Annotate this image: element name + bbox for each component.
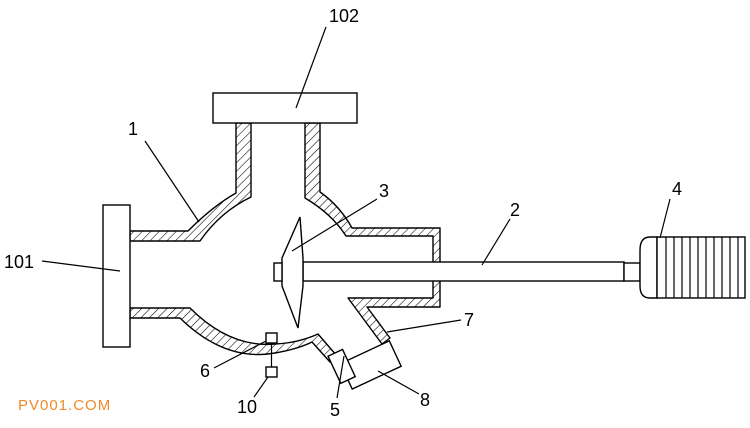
flange-101 — [102, 204, 131, 348]
callout-label-10: 10 — [237, 397, 257, 417]
leader-line-101 — [41, 260, 121, 272]
part-6 — [265, 332, 278, 344]
callout-label-3: 3 — [379, 181, 389, 201]
leader-line-4 — [659, 198, 671, 239]
leader-line-8 — [377, 370, 420, 395]
part-5 — [327, 348, 357, 385]
callout-label-1: 1 — [128, 119, 138, 139]
shaft-coupling — [623, 262, 641, 282]
housing-wall-upper-right — [304, 122, 441, 345]
leader-line-1 — [144, 140, 200, 223]
motor — [639, 236, 746, 299]
leader-line-3 — [291, 198, 378, 252]
leader-line-2 — [481, 218, 511, 266]
outlet-assembly — [327, 339, 403, 390]
callout-label-6: 6 — [200, 361, 210, 381]
leader-line-5 — [336, 355, 345, 399]
impeller — [281, 216, 304, 329]
impeller-hub — [273, 262, 283, 282]
housing-wall-upper-left — [129, 122, 252, 242]
housing-wall-lower-bowl — [129, 307, 338, 363]
callout-label-101: 101 — [4, 252, 34, 272]
shaft — [302, 261, 625, 282]
callout-label-5: 5 — [330, 400, 340, 420]
motor-body — [656, 236, 746, 299]
watermark: PV001.COM — [18, 397, 111, 414]
leader-line-6 — [213, 340, 267, 369]
flange-102 — [212, 92, 358, 124]
leader-line-7 — [386, 319, 462, 333]
leader-line-10 — [253, 376, 269, 398]
callout-label-7: 7 — [464, 310, 474, 330]
motor-end-cap — [639, 236, 658, 299]
callout-label-8: 8 — [420, 390, 430, 410]
callout-label-102: 102 — [329, 6, 359, 26]
leader-line-102 — [295, 26, 327, 109]
part-10 — [265, 366, 278, 378]
callout-label-2: 2 — [510, 200, 520, 220]
callout-label-4: 4 — [672, 179, 682, 199]
